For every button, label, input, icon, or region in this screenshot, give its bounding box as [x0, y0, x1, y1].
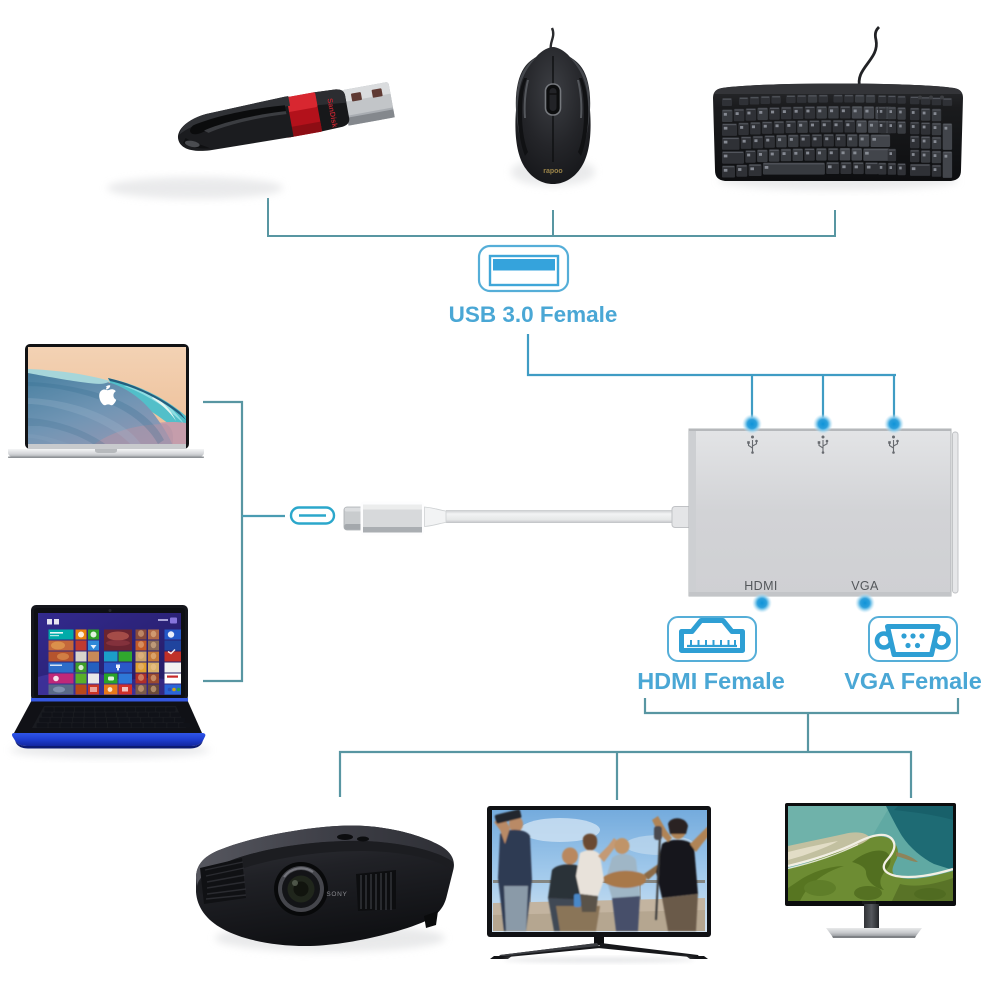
svg-text:VGA Female: VGA Female: [844, 668, 982, 694]
svg-text:USB 3.0 Female: USB 3.0 Female: [449, 302, 618, 327]
svg-text:SONY: SONY: [326, 891, 347, 898]
svg-text:VGA: VGA: [851, 579, 879, 593]
svg-text:rapoo: rapoo: [543, 168, 562, 175]
svg-text:HDMI: HDMI: [744, 579, 778, 593]
svg-text:HDMI Female: HDMI Female: [637, 668, 785, 694]
